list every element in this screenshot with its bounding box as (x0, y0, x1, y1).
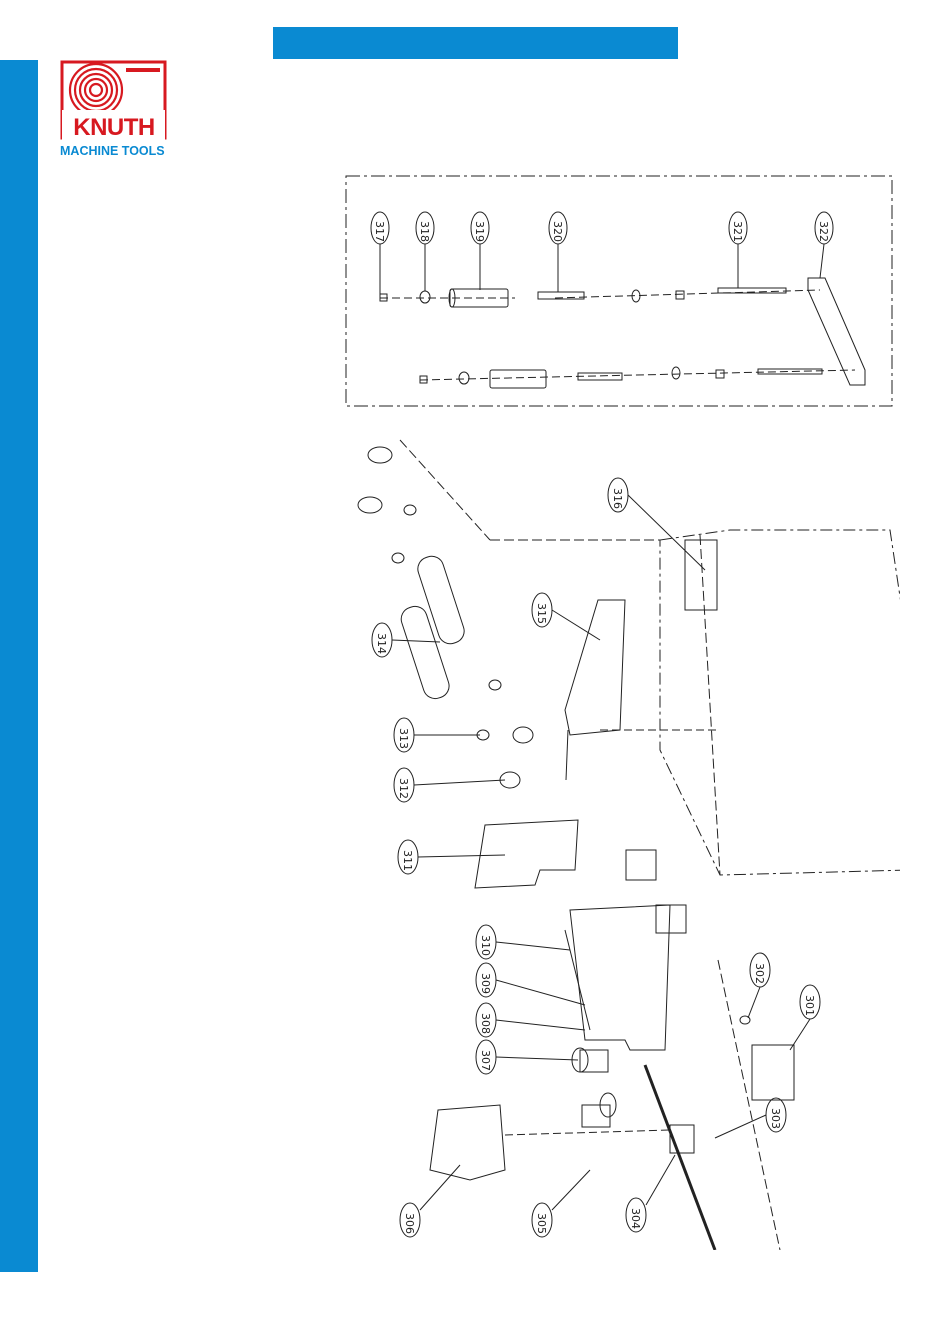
side-color-bar (0, 60, 38, 1272)
logo-wordmark: KNUTH (60, 116, 168, 140)
knuth-logo: KNUTH MACHINE TOOLS (60, 60, 175, 160)
callout-317: 317 (373, 221, 386, 242)
callout-312: 312 (397, 778, 410, 799)
callout-304: 304 (629, 1208, 642, 1229)
callout-309: 309 (479, 973, 492, 994)
callout-302: 302 (753, 963, 766, 984)
logo-tagline: MACHINE TOOLS (60, 144, 170, 158)
header-band (273, 27, 678, 59)
exploded-parts-drawing: 317 318 319 320 321 322 316 315 314 313 … (340, 170, 900, 1250)
callout-313: 313 (397, 728, 410, 749)
callout-316: 316 (611, 488, 624, 509)
callout-318: 318 (418, 221, 431, 242)
callout-305: 305 (535, 1213, 548, 1234)
callout-303: 303 (769, 1108, 782, 1129)
callout-319: 319 (473, 221, 486, 242)
callout-301: 301 (803, 995, 816, 1016)
callout-306: 306 (403, 1213, 416, 1234)
callout-307: 307 (479, 1050, 492, 1071)
callout-314: 314 (375, 633, 388, 654)
callout-321: 321 (731, 221, 744, 242)
callout-308: 308 (479, 1013, 492, 1034)
callout-315: 315 (535, 603, 548, 624)
callout-320: 320 (551, 221, 564, 242)
callout-311: 311 (401, 850, 414, 871)
callout-322: 322 (817, 221, 830, 242)
callout-310: 310 (479, 935, 492, 956)
